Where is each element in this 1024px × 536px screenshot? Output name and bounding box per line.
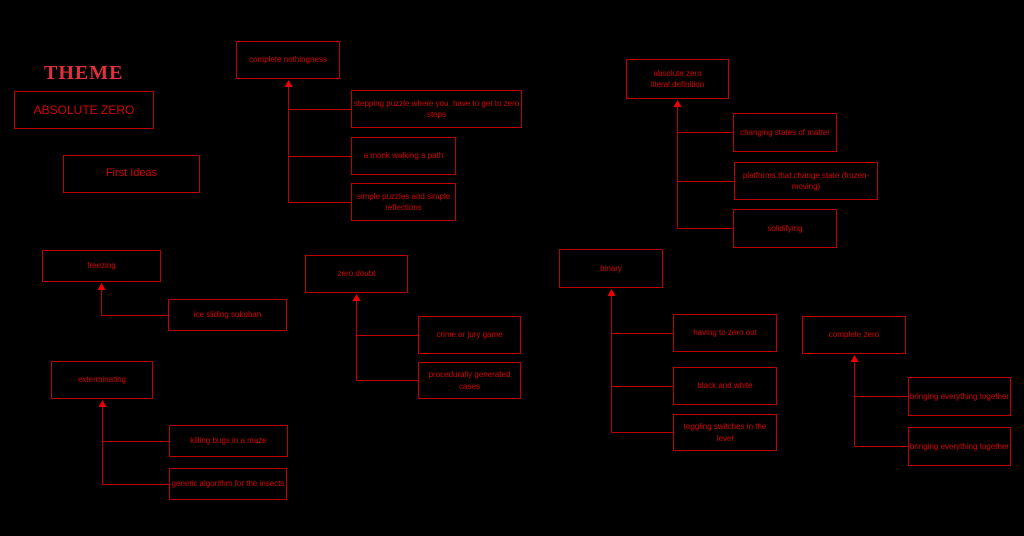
node-crime-or-jury-game[interactable]: crime or jury game	[418, 316, 521, 354]
node-stepping-puzzle[interactable]: stepping puzzle where you have to get to…	[351, 90, 522, 128]
node-complete-nothingness[interactable]: complete nothingness	[236, 41, 340, 79]
node-exterminating[interactable]: exterminating	[51, 361, 153, 399]
node-genetic-algorithm-insects[interactable]: genetic algorithm for the insects	[169, 468, 287, 500]
node-bringing-everything-together-2[interactable]: bringing everything together	[908, 427, 1011, 466]
node-changing-states-of-matter[interactable]: changing states of matter	[733, 113, 837, 152]
node-solidifying[interactable]: solidifying	[733, 209, 837, 248]
node-simple-puzzles[interactable]: simple puzzles and simple reflections	[351, 183, 456, 221]
node-platforms-change-state[interactable]: platforms that change state (frozen- mov…	[734, 162, 878, 200]
node-freezing[interactable]: freezing	[42, 250, 161, 282]
node-binary[interactable]: binary	[559, 249, 663, 288]
node-bringing-everything-together-1[interactable]: bringing everything together	[908, 377, 1011, 416]
node-toggling-switches[interactable]: toggling switches in the level	[673, 414, 777, 451]
node-complete-zero[interactable]: complete zero	[802, 316, 906, 354]
node-absolute-zero-literal-definition[interactable]: absolute zero literal definition	[626, 59, 729, 99]
node-zero-doubt[interactable]: zero doubt	[305, 255, 408, 293]
node-ice-sliding-sokoban[interactable]: ice sliding sokoban	[168, 299, 287, 331]
node-monk-walking-path[interactable]: a monk walking a path	[351, 137, 456, 175]
node-absolute-zero[interactable]: ABSOLUTE ZERO	[14, 91, 154, 129]
theme-title: THEME	[44, 62, 124, 84]
node-having-to-zero-out[interactable]: having to zero out	[673, 314, 777, 352]
node-first-ideas[interactable]: First Ideas	[63, 155, 200, 193]
node-black-and-white[interactable]: black and white	[673, 367, 777, 405]
node-killing-bugs-maze[interactable]: killing bugs in a maze	[169, 425, 288, 457]
node-procedurally-generated-cases[interactable]: procedurally generated cases	[418, 362, 521, 399]
